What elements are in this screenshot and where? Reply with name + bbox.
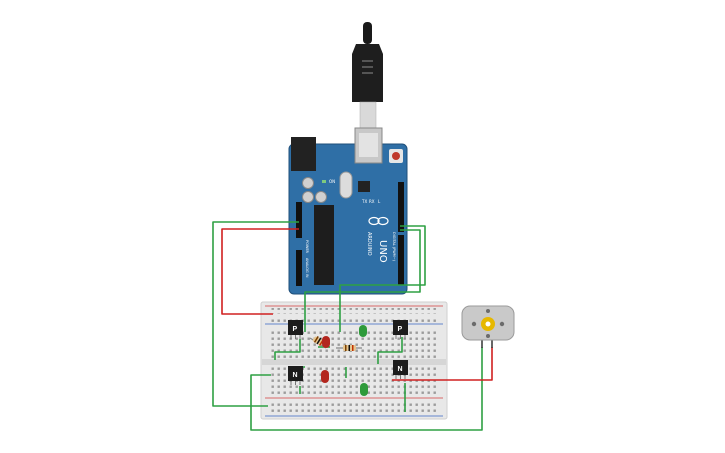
arduino-logo: [368, 216, 389, 226]
wire-motor-return[interactable]: [250, 347, 483, 431]
led-red-lower[interactable]: [321, 370, 329, 383]
transistor-label: N: [293, 372, 298, 379]
arduino-uno-board[interactable]: ON TX RX L ARDUINO UNO POWER ANALOG IN D…: [288, 127, 408, 295]
wire-q1[interactable]: [274, 339, 301, 360]
digital-label: DIGITAL (PWM~): [392, 232, 396, 262]
resistor-2[interactable]: [336, 345, 362, 351]
wire-5v-to-rail[interactable]: [221, 228, 299, 315]
arduino-brand: ARDUINO: [366, 232, 372, 256]
uno-label: UNO: [377, 240, 388, 263]
transistor-npn-left[interactable]: N: [288, 366, 303, 385]
transistor-npn-right[interactable]: N: [393, 360, 408, 379]
digital-header-lower[interactable]: [398, 235, 404, 285]
wire-pin-b[interactable]: [304, 229, 421, 332]
wire-q2[interactable]: [377, 337, 403, 364]
on-led: [322, 180, 326, 183]
wire-pin-a[interactable]: [339, 225, 426, 332]
tx-label: TX: [361, 199, 367, 204]
transistor-label: P: [398, 326, 403, 333]
usb-chip: [358, 181, 370, 192]
wires-red[interactable]: [221, 228, 493, 381]
analog-in-label: ANALOG IN: [305, 258, 309, 278]
transistor-pnp-left[interactable]: P: [288, 320, 303, 339]
capacitor: [302, 177, 314, 189]
crystal: [339, 171, 353, 199]
transistor-label: N: [398, 366, 403, 373]
rx-label: RX: [369, 199, 375, 204]
led-green-lower[interactable]: [360, 383, 368, 396]
dc-motor[interactable]: [461, 305, 515, 348]
capacitor: [315, 191, 327, 203]
wire-motor-power[interactable]: [392, 347, 493, 381]
wires-green[interactable]: [212, 221, 483, 431]
transistor-label: P: [293, 326, 298, 333]
power-label: POWER: [305, 240, 309, 254]
led-red-upper[interactable]: [322, 336, 330, 348]
power-header[interactable]: [296, 202, 302, 238]
l-label: L: [378, 199, 381, 204]
on-label: ON: [329, 179, 335, 184]
wire-gnd-to-rail[interactable]: [212, 221, 299, 407]
power-jack[interactable]: [291, 137, 316, 171]
digital-header-upper[interactable]: [398, 182, 404, 232]
breadboard[interactable]: [260, 301, 448, 420]
usb-cable[interactable]: [352, 22, 383, 131]
capacitor: [302, 191, 314, 203]
led-green-upper[interactable]: [359, 325, 367, 337]
microcontroller-chip: [314, 205, 334, 285]
analog-header[interactable]: [296, 250, 302, 286]
transistor-pnp-right[interactable]: P: [393, 320, 408, 339]
